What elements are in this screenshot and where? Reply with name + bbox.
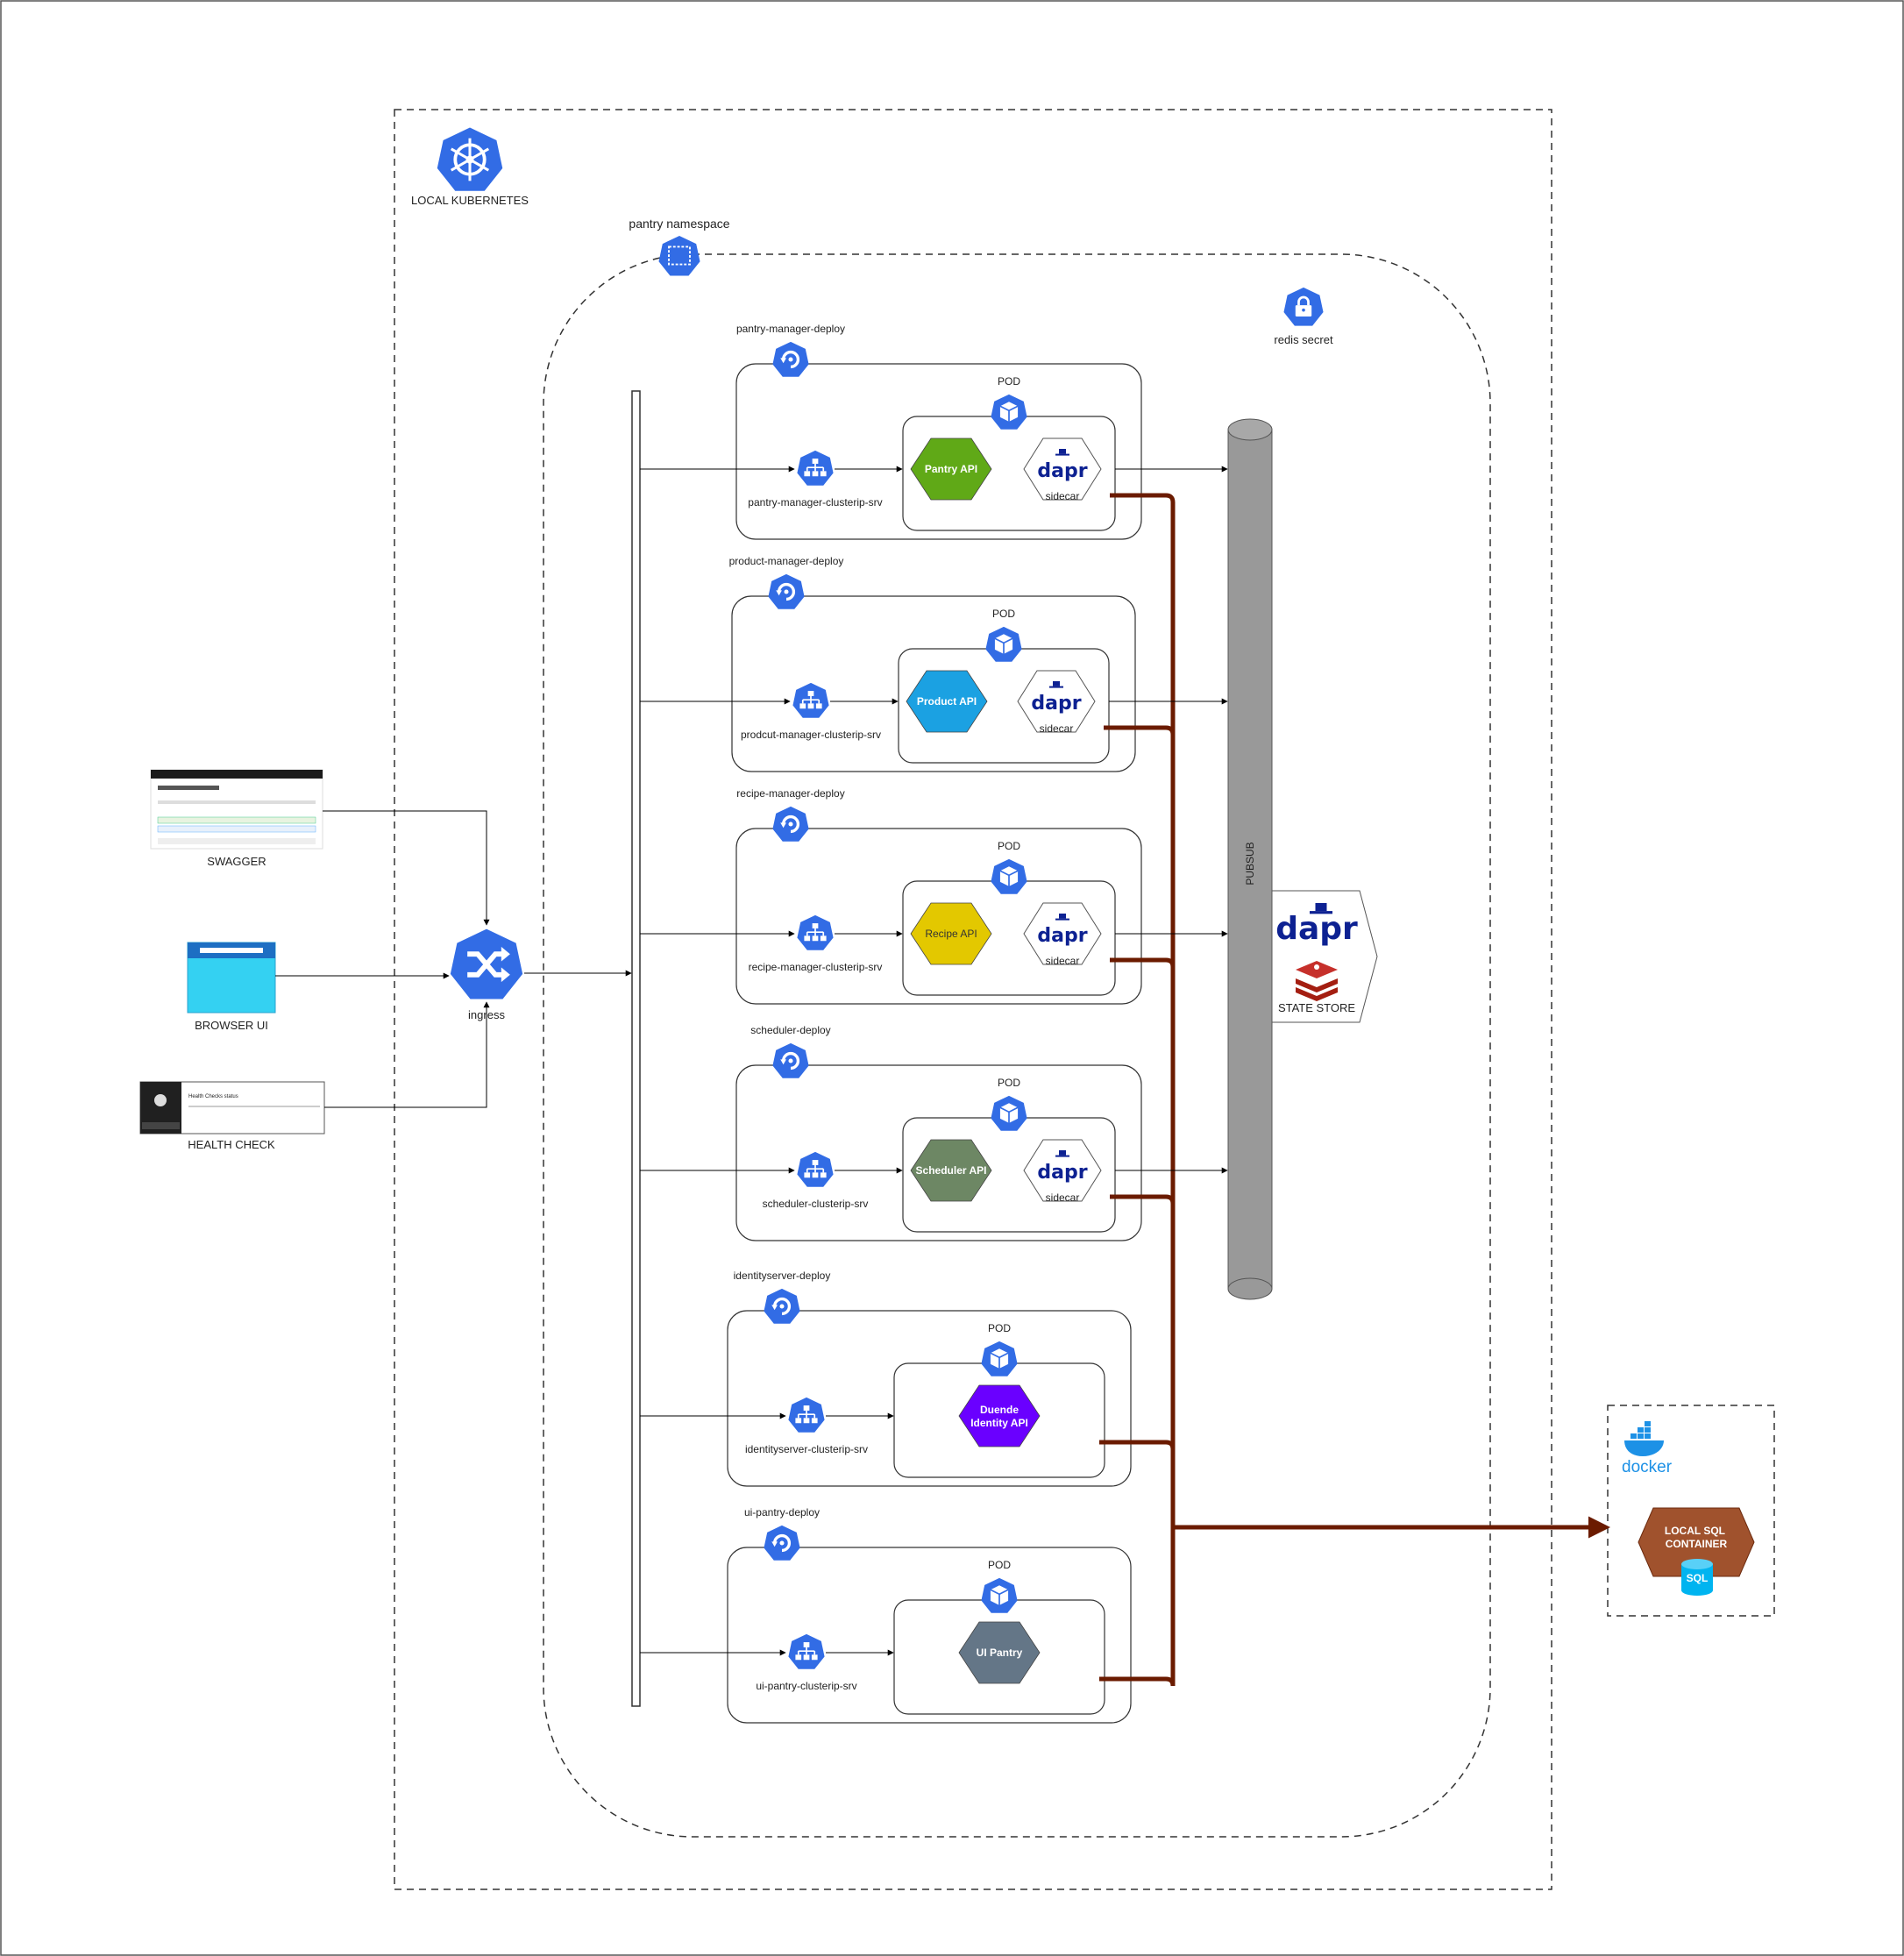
redis-icon: [1296, 961, 1338, 1001]
service-label: pantry-manager-clusterip-srv: [748, 496, 882, 509]
sidecar-label: sidecar: [1046, 1191, 1080, 1204]
db-trunk-connector: [1170, 1372, 1610, 1539]
docker-boundary: [1607, 1405, 1775, 1617]
dapr-logo: dapr: [1031, 693, 1081, 715]
swagger-client[interactable]: [150, 769, 323, 850]
kubernetes-icon: [437, 126, 503, 193]
dapr-logo: dapr: [1037, 460, 1087, 482]
ingress-icon[interactable]: [451, 929, 522, 999]
namespace-icon: [657, 235, 701, 277]
pod-label: POD: [998, 1077, 1020, 1089]
sql-database-icon: SQL: [1681, 1559, 1713, 1596]
deployment-label: recipe-manager-deploy: [736, 787, 844, 800]
app-label: Pantry API: [925, 463, 977, 475]
sql-container-line1: LOCAL SQL: [1665, 1525, 1725, 1537]
app-label: Product API: [917, 695, 977, 708]
health-check-label: HEALTH CHECK: [188, 1138, 275, 1151]
app-label: UI Pantry: [977, 1647, 1023, 1659]
pod-label: POD: [988, 1559, 1011, 1571]
dapr-sidecar[interactable]: [1017, 670, 1096, 733]
service-label: recipe-manager-clusterip-srv: [749, 961, 883, 973]
secret-icon: [1282, 287, 1325, 327]
pod-to-db-connector: [1110, 957, 1176, 1372]
pod-label: POD: [998, 840, 1020, 852]
state-store: dapr STATE STORE: [1271, 890, 1378, 1023]
sql-container-label: LOCAL SQL CONTAINER: [1665, 1525, 1728, 1550]
health-check-title: Health Checks status: [188, 1094, 238, 1099]
secret-label: redis secret: [1274, 333, 1333, 346]
cluster-boundary: [394, 109, 1552, 1890]
health-to-ingress: [324, 1001, 490, 1108]
health-check-client[interactable]: Health Checks status: [139, 1081, 325, 1134]
service-label: identityserver-clusterip-srv: [745, 1443, 868, 1455]
pod-label: POD: [988, 1322, 1011, 1334]
ingress-label: ingress: [468, 1008, 505, 1021]
browser-label: BROWSER UI: [195, 1019, 268, 1032]
deployment-label: ui-pantry-deploy: [744, 1506, 820, 1519]
pod-label: POD: [998, 375, 1020, 388]
namespace-boundary: [543, 253, 1491, 1838]
pod-to-db-connector: [1104, 725, 1176, 1372]
dapr-sidecar[interactable]: [1023, 902, 1102, 965]
dapr-logo: dapr: [1037, 1162, 1087, 1184]
sidecar-label: sidecar: [1046, 490, 1080, 502]
deployment-label: identityserver-deploy: [734, 1270, 831, 1282]
pubsub-cylinder: [1227, 418, 1273, 1300]
sql-container-line2: CONTAINER: [1666, 1538, 1728, 1550]
deployment-label: scheduler-deploy: [750, 1024, 830, 1036]
browser-client[interactable]: [187, 942, 276, 1014]
app-label: Recipe API: [925, 928, 977, 940]
statestore-label: STATE STORE: [1278, 1001, 1355, 1014]
app-container[interactable]: [910, 1139, 992, 1202]
pod-label: POD: [992, 608, 1015, 620]
dapr-sidecar[interactable]: [1023, 1139, 1102, 1202]
app-container[interactable]: [906, 670, 988, 733]
docker-whale-icon: [1624, 1421, 1664, 1456]
swagger-label: SWAGGER: [207, 855, 266, 868]
pod-to-db-connector: [1110, 493, 1176, 1372]
statestore-dapr-logo: dapr: [1275, 911, 1358, 947]
app-container[interactable]: [910, 902, 992, 965]
service-label: scheduler-clusterip-srv: [763, 1198, 869, 1210]
deployment-label: product-manager-deploy: [729, 555, 844, 567]
dapr-sidecar[interactable]: [1023, 437, 1102, 501]
namespace-title: pantry namespace: [629, 217, 729, 231]
routing-bus: [631, 390, 641, 1707]
pod-to-db-connector: [1110, 1194, 1176, 1372]
docker-label: docker: [1622, 1458, 1673, 1476]
dapr-logo: dapr: [1037, 925, 1087, 947]
pubsub-label: PUBSUB: [1244, 842, 1256, 885]
cluster-title: LOCAL KUBERNETES: [411, 194, 529, 207]
deployment-label: pantry-manager-deploy: [736, 323, 845, 335]
sql-badge: SQL: [1687, 1572, 1709, 1584]
sidecar-label: sidecar: [1040, 722, 1074, 735]
app-container[interactable]: [958, 1621, 1041, 1684]
service-label: ui-pantry-clusterip-srv: [756, 1680, 856, 1692]
pod-to-db-connector: [1099, 1372, 1176, 1687]
sql-container[interactable]: LOCAL SQL CONTAINER SQL: [1638, 1507, 1755, 1596]
sidecar-label: sidecar: [1046, 955, 1080, 967]
app-label: Scheduler API: [916, 1164, 987, 1177]
app-container[interactable]: [910, 437, 992, 501]
app-container[interactable]: [958, 1384, 1041, 1447]
swagger-to-ingress: [323, 810, 490, 926]
service-label: prodcut-manager-clusterip-srv: [741, 729, 881, 741]
